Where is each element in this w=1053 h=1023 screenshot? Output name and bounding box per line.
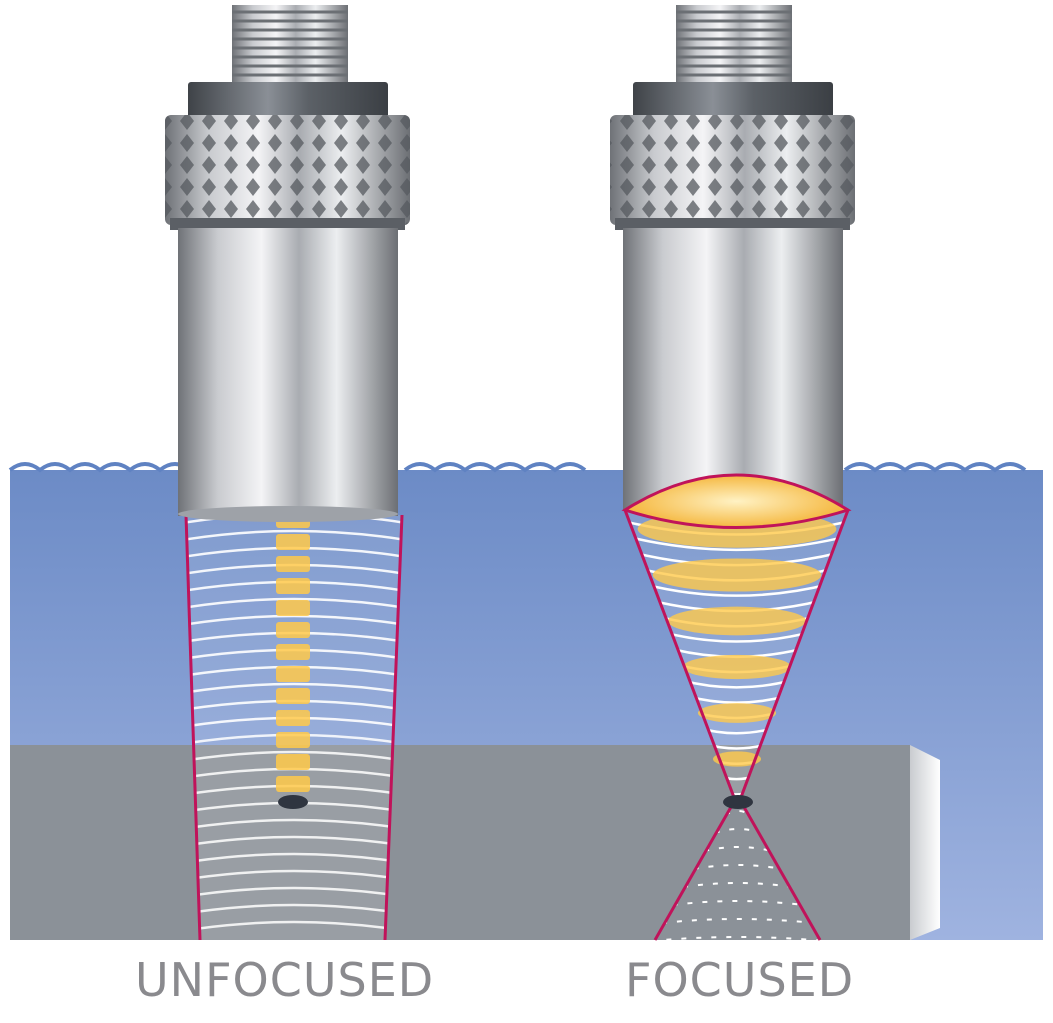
energy-segment: [276, 754, 310, 770]
energy-segment: [276, 600, 310, 616]
wavefront-arc: [651, 936, 825, 940]
wavefront-arc: [186, 515, 402, 527]
collar-ring: [188, 82, 388, 118]
energy-segment: [276, 534, 310, 550]
focused-transducer: [610, 5, 855, 529]
wavefront-arc: [186, 750, 402, 765]
energy-segment: [697, 703, 777, 723]
wavefront-arc: [703, 846, 773, 852]
energy-segment: [682, 654, 792, 680]
unfocused-transducer: [165, 5, 410, 522]
water-surface-waves: [8, 462, 1027, 473]
energy-segment: [276, 710, 310, 726]
energy-segment: [276, 622, 310, 638]
focusing-lens: [621, 473, 852, 529]
energy-segment: [276, 776, 310, 792]
energy-segment: [276, 666, 310, 682]
unfocused-label: UNFOCUSED: [135, 953, 435, 1007]
transducer-barrel: [623, 228, 843, 510]
energy-segment: [276, 556, 310, 572]
wavefront-arc: [186, 682, 402, 697]
transducer-barrel: [178, 228, 398, 516]
wavefront-arc: [186, 529, 402, 544]
test-block-side: [910, 745, 940, 940]
connector-thread: [676, 5, 792, 85]
focused-label: FOCUSED: [625, 953, 855, 1007]
energy-segment: [276, 578, 310, 594]
wavefront-arc: [642, 582, 831, 597]
wavefront-arc: [714, 828, 762, 834]
focused-focal-spot: [723, 795, 753, 809]
wavefront-arc: [186, 818, 402, 833]
unfocused-beam: [184, 512, 404, 941]
wavefront-arc: [186, 835, 402, 850]
energy-segment: [276, 688, 310, 704]
wavefront-arc: [186, 597, 402, 612]
wavefront-arc: [661, 918, 815, 924]
wavefront-arc: [661, 630, 812, 643]
collar-ring: [633, 82, 833, 118]
energy-segment: [652, 558, 822, 592]
connector-thread: [232, 5, 348, 85]
energy-segment: [712, 751, 762, 767]
energy-segment: [667, 606, 807, 636]
energy-segment: [276, 644, 310, 660]
energy-segment: [276, 732, 310, 748]
unfocused-focal-spot: [278, 795, 308, 809]
wavefront-arc: [625, 534, 848, 552]
test-block: [10, 745, 910, 940]
